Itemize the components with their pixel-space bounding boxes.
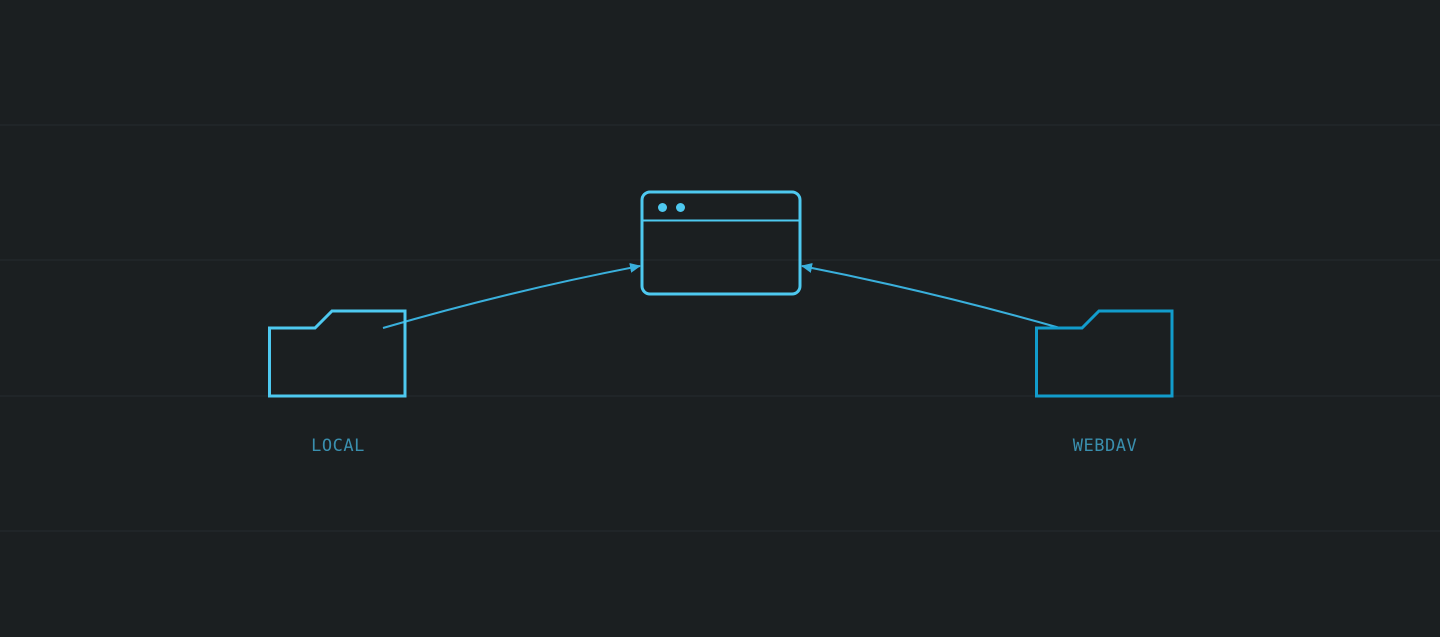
local-label: LOCAL — [311, 436, 365, 456]
arrow-local-to-app — [382, 262, 641, 329]
folder-icon — [268, 309, 407, 398]
app-node — [640, 190, 802, 296]
webdav-label: WEBDAV — [1073, 436, 1137, 456]
arrow-webdav-to-app — [801, 263, 1061, 329]
local-node: LOCAL — [268, 309, 407, 456]
webdav-node: WEBDAV — [1035, 309, 1174, 456]
browser-window-icon — [640, 190, 802, 296]
folder-icon — [1035, 309, 1174, 398]
background-grid — [0, 124, 1440, 532]
